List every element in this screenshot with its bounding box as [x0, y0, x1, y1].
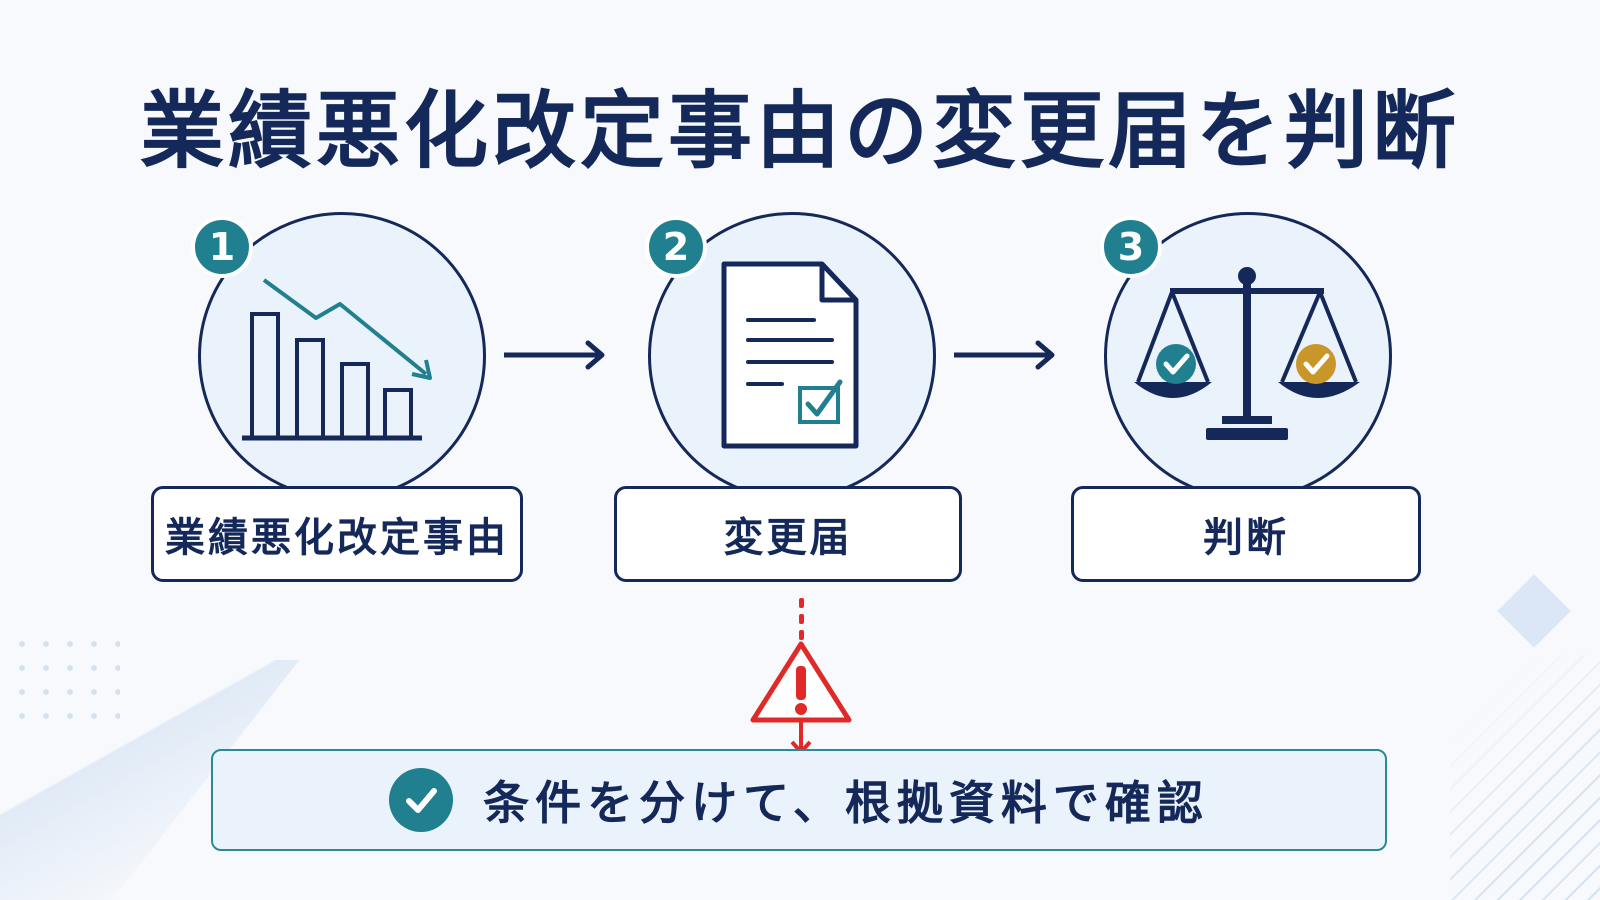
confirmation-box: 条件を分けて、根拠資料で確認: [211, 749, 1387, 851]
step-2-label: 変更届: [614, 486, 962, 582]
warning-triangle-icon: [750, 641, 852, 754]
arrow-right-icon: [954, 340, 1055, 370]
declining-bar-chart-icon: [242, 278, 432, 441]
step-2-number-badge: 2: [645, 216, 707, 278]
document-checkbox-icon: [721, 261, 859, 449]
step-1-number-badge: 1: [191, 216, 253, 278]
step-3-label: 判断: [1071, 486, 1421, 582]
diamond-decoration: [1497, 574, 1571, 648]
arrow-right-icon: [504, 340, 605, 370]
stripe-decoration: [1450, 655, 1600, 900]
check-circle-icon: [389, 768, 454, 832]
dotted-connector: [799, 598, 804, 640]
step-1-label: 業績悪化改定事由: [151, 486, 523, 582]
confirmation-text: 条件を分けて、根拠資料で確認: [483, 776, 1209, 830]
page-title: 業績悪化改定事由の変更届を判断: [139, 82, 1460, 180]
balance-scale-icon: [1134, 267, 1360, 440]
step-3-number-badge: 3: [1100, 216, 1162, 278]
